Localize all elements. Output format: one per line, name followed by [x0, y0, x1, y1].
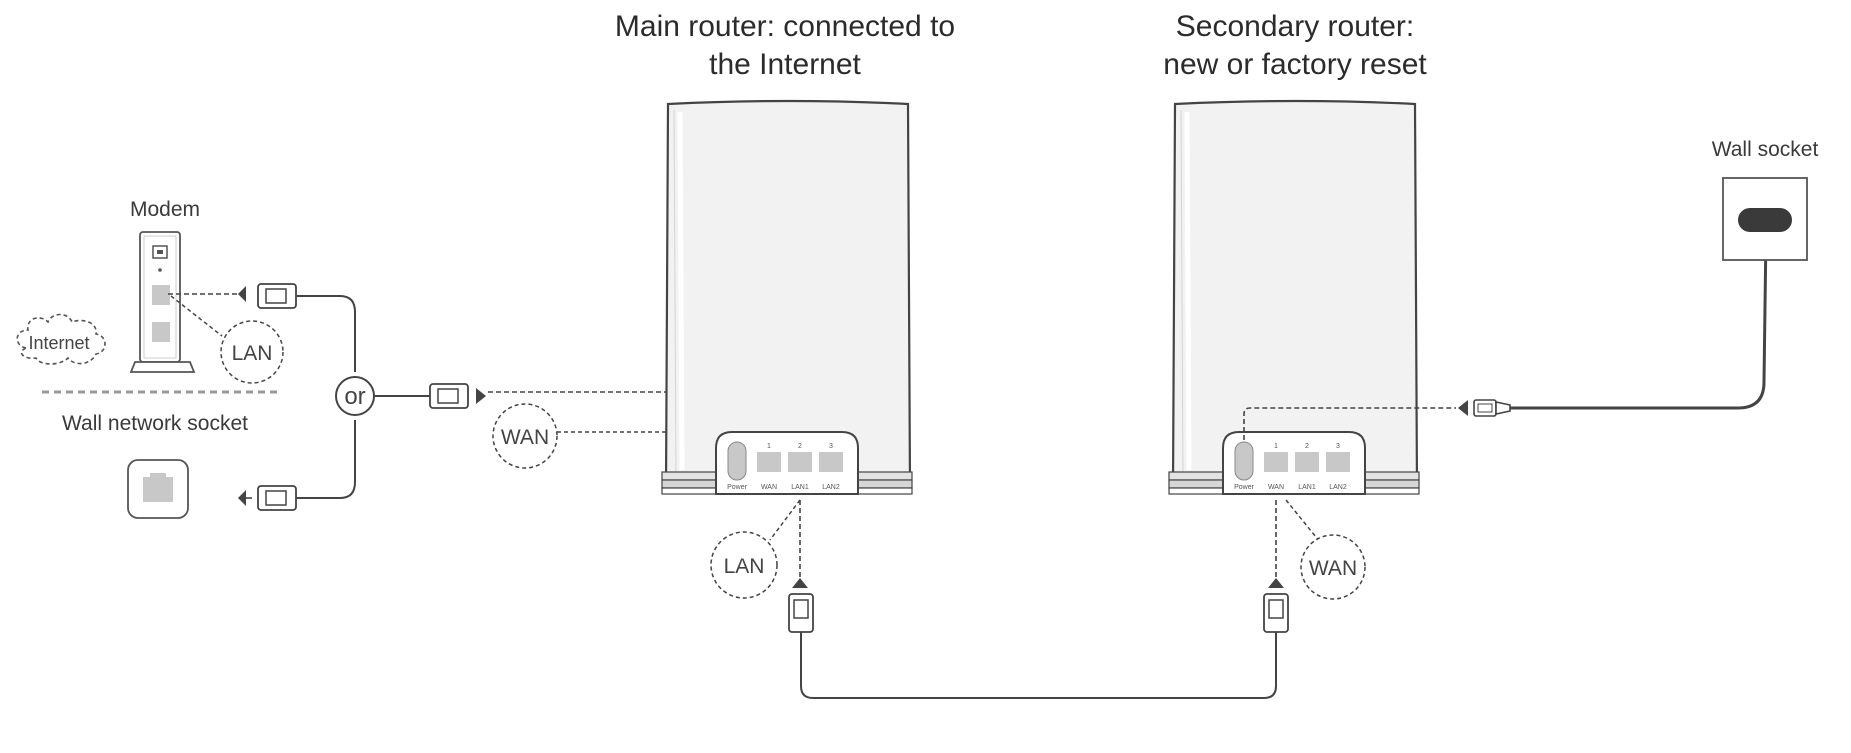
main-router-title-line2: the Internet: [709, 48, 861, 81]
secondary-router-title-line2: new or factory reset: [1163, 48, 1427, 81]
main-port-num1: 1: [767, 443, 771, 450]
main-port-lan1: LAN1: [791, 484, 809, 491]
cable-top-to-or: [296, 295, 356, 372]
modem-lan-label: LAN: [232, 342, 273, 365]
wall-socket-icon: [1722, 177, 1808, 261]
main-router-title: Main router: connected to the Internet: [560, 8, 1010, 84]
main-port-num3: 3: [829, 443, 833, 450]
secondary-wan-callout: [1285, 499, 1366, 600]
secondary-port-num1: 1: [1274, 443, 1278, 450]
main-lan-callout: [710, 499, 801, 599]
main-port-power: Power: [727, 484, 748, 491]
secondary-port-power: Power: [1234, 484, 1255, 491]
wall-network-socket-icon: [127, 459, 189, 519]
ethernet-connector-main-lan: [788, 593, 814, 633]
arrow-right-middle: [476, 388, 486, 404]
modem-label: Modem: [129, 198, 201, 221]
router-to-router-cable: [800, 632, 1277, 699]
main-wan-label: WAN: [501, 426, 549, 449]
main-port-num2: 2: [798, 443, 802, 450]
arrow-up-main: [792, 578, 808, 588]
arrow-left-bottom: [238, 490, 246, 506]
ethernet-connector-top: [257, 283, 297, 309]
arrow-left-top: [238, 286, 246, 302]
dashed-power-line: [1243, 407, 1456, 440]
secondary-router: [1168, 99, 1420, 495]
secondary-port-lan1: LAN1: [1298, 484, 1316, 491]
power-cable: [1510, 231, 1768, 410]
wall-network-socket-label: Wall network socket: [62, 412, 248, 435]
internet-cloud-icon: [16, 313, 106, 365]
internet-label: Internet: [28, 333, 89, 353]
secondary-wan-label: WAN: [1309, 557, 1357, 580]
or-label: or: [344, 383, 365, 410]
arrow-up-secondary: [1268, 578, 1284, 588]
secondary-port-num3: 3: [1336, 443, 1340, 450]
ethernet-connector-secondary-wan: [1263, 593, 1289, 633]
wall-socket-label: Wall socket: [1711, 138, 1819, 161]
main-port-lan2: LAN2: [822, 484, 840, 491]
secondary-router-title-line1: Secondary router:: [1175, 10, 1415, 43]
secondary-port-wan: WAN: [1268, 484, 1284, 491]
main-port-wan: WAN: [761, 484, 777, 491]
ethernet-connector-bottom: [257, 485, 297, 511]
modem-lan-callout: [170, 295, 284, 384]
power-plug-icon: [1473, 399, 1511, 417]
main-router-title-line1: Main router: connected to: [614, 10, 956, 43]
modem-device: [129, 231, 196, 373]
secondary-router-title: Secondary router: new or factory reset: [1085, 8, 1505, 84]
cable-bottom-to-or: [296, 420, 356, 499]
arrow-left-power: [1458, 400, 1468, 416]
secondary-port-num2: 2: [1305, 443, 1309, 450]
ethernet-connector-middle: [429, 383, 469, 409]
main-router: [661, 99, 913, 495]
secondary-port-lan2: LAN2: [1329, 484, 1347, 491]
main-lan-label: LAN: [724, 555, 765, 578]
